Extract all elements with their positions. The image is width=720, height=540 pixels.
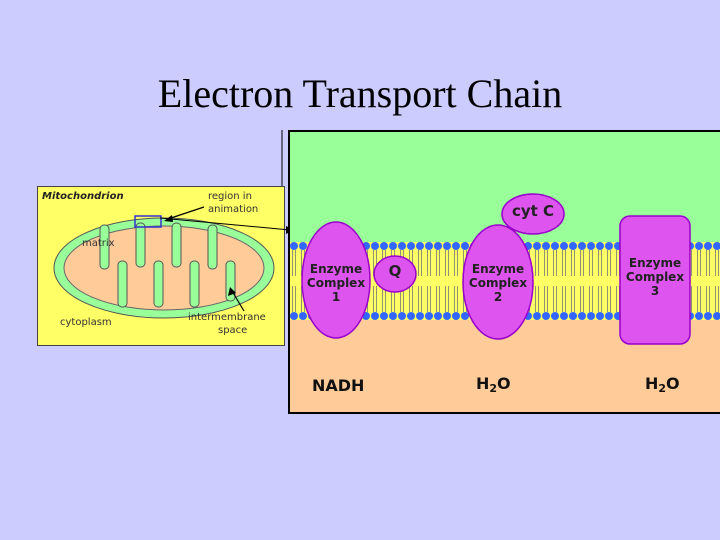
region-label-line2: animation [208, 204, 259, 215]
lipid-head [605, 312, 613, 320]
complex1-line1: Enzyme [309, 262, 363, 276]
h2o-label-2: H2O [645, 374, 680, 395]
lipid-head [380, 312, 388, 320]
lipid-head [605, 242, 613, 250]
complex3-line2: Complex [625, 270, 685, 284]
lipid-head [407, 242, 415, 250]
lipid-head [596, 242, 604, 250]
lipid-head [434, 312, 442, 320]
enzyme-complex-1 [301, 221, 371, 339]
lipid-head [560, 312, 568, 320]
lipid-head [380, 242, 388, 250]
lipid-head [461, 242, 469, 250]
cytochrome-c [501, 193, 565, 235]
lipid-head [533, 242, 541, 250]
lipid-head [569, 312, 577, 320]
enzyme-complex-3 [619, 215, 691, 345]
lipid-head [299, 312, 307, 320]
lipid-head [569, 242, 577, 250]
complex2-label: Enzyme Complex 2 [462, 262, 534, 304]
complex1-line2: Complex [306, 276, 366, 290]
lipid-head [443, 312, 451, 320]
quinone-q [373, 255, 417, 293]
lipid-head [551, 312, 559, 320]
lipid-head [371, 242, 379, 250]
lipid-head [551, 242, 559, 250]
lipid-head [416, 312, 424, 320]
lipid-head [560, 242, 568, 250]
lipid-head [596, 312, 604, 320]
lipid-head [587, 312, 595, 320]
mitochondrion-inset: Mitochondrion region in animation matrix… [37, 186, 285, 346]
lipid-head [299, 242, 307, 250]
lipid-head [578, 312, 586, 320]
lipid-head [587, 242, 595, 250]
lipid-head [425, 312, 433, 320]
complex3-line1: Enzyme [628, 256, 682, 270]
lipid-head [389, 242, 397, 250]
q-label: Q [388, 262, 402, 280]
lipid-head [461, 312, 469, 320]
lipid-head [578, 242, 586, 250]
complex1-label: Enzyme Complex 1 [302, 262, 370, 304]
complex2-line1: Enzyme [471, 262, 525, 276]
membrane-diagram: Enzyme Complex 1 Q Enzyme Complex 2 cyt … [288, 130, 720, 414]
cytoplasm-label: cytoplasm [60, 317, 112, 328]
intermembrane-label-line2: space [218, 325, 248, 336]
complex3-label: Enzyme Complex 3 [620, 256, 690, 298]
intermembrane-label-line1: intermembrane [188, 312, 266, 323]
lipid-head [389, 312, 397, 320]
lipid-head [416, 242, 424, 250]
lipid-head [695, 312, 703, 320]
lipid-head [542, 312, 550, 320]
lipid-head [443, 242, 451, 250]
lipid-head [398, 312, 406, 320]
slide-title: Electron Transport Chain [157, 71, 563, 116]
complex2-line3: 2 [493, 290, 503, 304]
enzyme-complex-2 [462, 224, 534, 340]
lipid-head [704, 242, 712, 250]
lipid-head [407, 312, 415, 320]
complex3-line3: 3 [650, 284, 660, 298]
cytc-label: cyt C [511, 202, 555, 220]
lipid-head [290, 312, 298, 320]
lipid-head [434, 242, 442, 250]
lipid-head [398, 242, 406, 250]
lipid-head [704, 312, 712, 320]
inset-title: Mitochondrion [42, 191, 124, 202]
lipid-head [425, 242, 433, 250]
lipid-head [371, 312, 379, 320]
h2o-label-1: H2O [476, 374, 511, 395]
complex2-line2: Complex [468, 276, 528, 290]
lipid-head [542, 242, 550, 250]
membrane-drawing [290, 132, 720, 412]
lipid-head [290, 242, 298, 250]
mitochondrion-drawing [53, 206, 275, 319]
nadh-label: NADH [312, 376, 365, 395]
lipid-head [713, 312, 720, 320]
lipid-head [533, 312, 541, 320]
lipid-head [452, 312, 460, 320]
lipid-head [695, 242, 703, 250]
lipid-head [713, 242, 720, 250]
region-label-line1: region in [208, 191, 252, 202]
matrix-label: matrix [82, 238, 115, 249]
lipid-head [452, 242, 460, 250]
complex1-line3: 1 [331, 290, 341, 304]
